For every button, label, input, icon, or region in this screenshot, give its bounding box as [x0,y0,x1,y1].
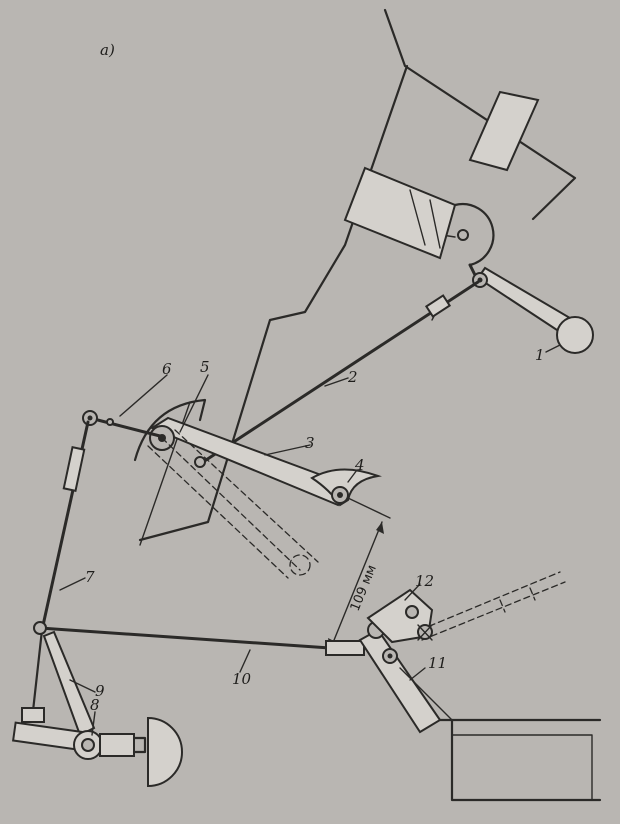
vertical-rod-7 [21,420,90,723]
strut-9 [42,630,96,737]
dashed-alt-position [147,429,566,641]
part-label-5: 5 [200,358,210,376]
rod-2 [201,280,480,464]
part-label-12: 12 [415,572,434,590]
pedal-assembly [468,263,594,354]
part-label-8: 8 [90,696,100,714]
bracket-12 [366,588,434,644]
long-rod-10 [33,621,365,656]
part-label-7: 7 [85,568,95,586]
part-label-11: 11 [428,654,447,672]
leader-lines [59,344,561,736]
link-6 [82,410,162,438]
lever-3 [133,398,350,507]
part-label-3: 3 [305,434,315,452]
latch-4 [310,468,382,507]
brake-arm-8 [11,716,183,788]
figure-label: a) [100,41,115,59]
part-label-10: 10 [232,670,252,688]
dimension-value: 109 мм [348,563,380,614]
seat-block [468,90,540,172]
master-cylinder [343,166,495,267]
part-label-6: 6 [162,360,172,378]
part-label-1: 1 [535,346,545,364]
part-label-2: 2 [347,368,358,386]
floor-step [399,667,602,802]
part-label-9: 9 [95,682,105,700]
part-label-4: 4 [354,456,365,474]
